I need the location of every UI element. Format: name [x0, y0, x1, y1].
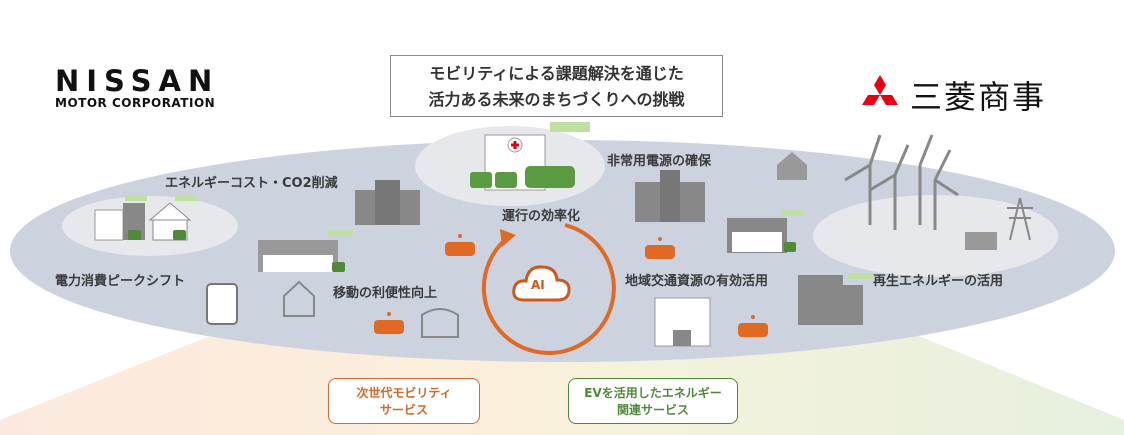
- train-icon: [206, 283, 238, 325]
- power-tower-icon: [1007, 197, 1033, 241]
- van-icon: [374, 312, 404, 334]
- label-mobility-convenience: 移動の利便性向上: [333, 286, 438, 301]
- van-icon: [445, 234, 475, 256]
- supermarket-icon: [727, 210, 804, 253]
- home-area: [62, 196, 238, 256]
- office-building-icon: [798, 273, 873, 325]
- battery-icon: [965, 232, 997, 250]
- label-emergency-power: 非常用電源の確保: [607, 154, 712, 169]
- homes-solar-icon: [94, 195, 197, 241]
- three-diamonds-icon: [862, 75, 898, 105]
- mitsubishi-logo: 三菱商事: [858, 72, 1046, 118]
- label-local-transport: 地域交通資源の有効活用: [625, 274, 769, 289]
- label-renewable: 再生エネルギーの活用: [873, 274, 1004, 289]
- apartment-icon: [654, 297, 711, 347]
- label-operation-efficiency: 運行の効率化: [502, 209, 581, 224]
- house-icon: [777, 152, 807, 180]
- ai-label: AI: [531, 278, 545, 292]
- shop-icon: [421, 308, 459, 338]
- school-icon: [635, 170, 705, 222]
- van-icon: [645, 237, 675, 259]
- nissan-logo: NISSAN MOTOR CORPORATION: [55, 64, 220, 110]
- ai-cycle-arrow-icon: [481, 223, 616, 355]
- service-energy-box: EVを活用したエネルギー 関連サービス: [568, 378, 738, 424]
- mall-icon: [355, 180, 420, 225]
- wind-turbines-icon: [844, 134, 959, 230]
- community-house-icon: [283, 280, 315, 317]
- van-icon: [738, 315, 768, 337]
- label-peak-shift: 電力消費ピークシフト: [55, 274, 186, 289]
- service-fan-background: [0, 320, 1124, 435]
- title-box: モビリティによる課題解決を通じた 活力ある未来のまちづくりへの挑戦: [390, 55, 723, 117]
- hospital-ev-icon: [470, 122, 590, 191]
- service-mobility-box: 次世代モビリティ サービス: [328, 378, 480, 424]
- label-energy-cost: エネルギーコスト・CO2削減: [165, 176, 338, 191]
- restaurant-icon: [258, 230, 353, 272]
- cloud-icon: [512, 265, 571, 302]
